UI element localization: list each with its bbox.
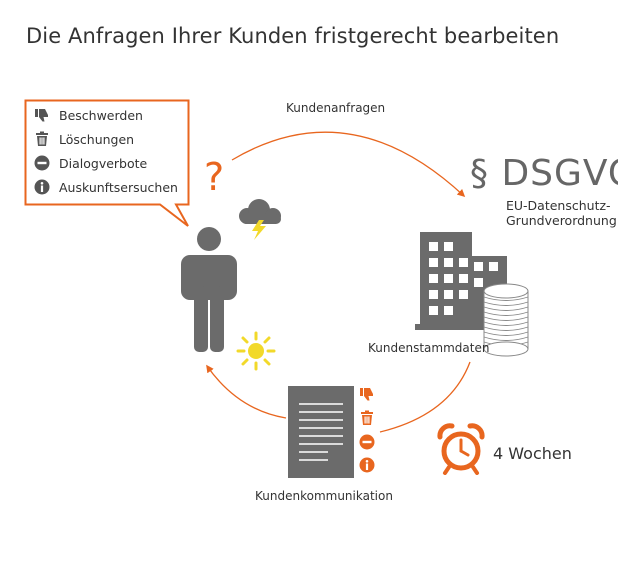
arrow-top [231, 131, 466, 198]
alarm-clock-icon [437, 423, 485, 475]
thumbs-down-icon [360, 388, 373, 401]
database-stack-icon [483, 283, 529, 357]
response-type-icons [359, 388, 375, 473]
dsgvo-title: § DSGVO [470, 153, 618, 194]
page-title: Die Anfragen Ihrer Kunden fristgerecht b… [26, 24, 560, 48]
sun-icon [236, 331, 276, 371]
list-item-label: Beschwerden [59, 107, 143, 123]
list-item-label: Dialogverbote [59, 155, 148, 171]
dsgvo-subtitle-line1: EU-Datenschutz- [506, 198, 611, 213]
question-mark: ? [204, 155, 225, 199]
storm-cloud-icon [239, 199, 281, 240]
dsgvo-subtitle-line2: Grundverordnung [506, 213, 617, 228]
list-item: Löschungen [34, 131, 134, 147]
deadline-label: 4 Wochen [493, 444, 572, 463]
list-item: Auskunftsersuchen [34, 179, 178, 195]
person-icon [181, 227, 237, 352]
kundenkommunikation-label: Kundenkommunikation [255, 489, 393, 503]
trash-icon [34, 131, 50, 147]
arrow-right [379, 361, 471, 433]
list-item: Beschwerden [34, 107, 143, 123]
arrow-bottom-left [206, 364, 287, 419]
request-types-list: Beschwerden Löschungen Dialogverbote Aus… [24, 99, 196, 209]
no-entry-icon [34, 155, 50, 171]
kundenanfragen-label: Kundenanfragen [286, 101, 386, 115]
thumbs-down-icon [34, 107, 50, 123]
list-item-label: Auskunftsersuchen [59, 179, 178, 195]
list-item-label: Löschungen [59, 131, 135, 147]
document-icon [288, 386, 354, 478]
info-icon [34, 179, 50, 195]
kundenstammdaten-label: Kundenstammdaten [368, 341, 490, 355]
speech-bubble [24, 99, 190, 227]
list-item: Dialogverbote [34, 155, 147, 171]
